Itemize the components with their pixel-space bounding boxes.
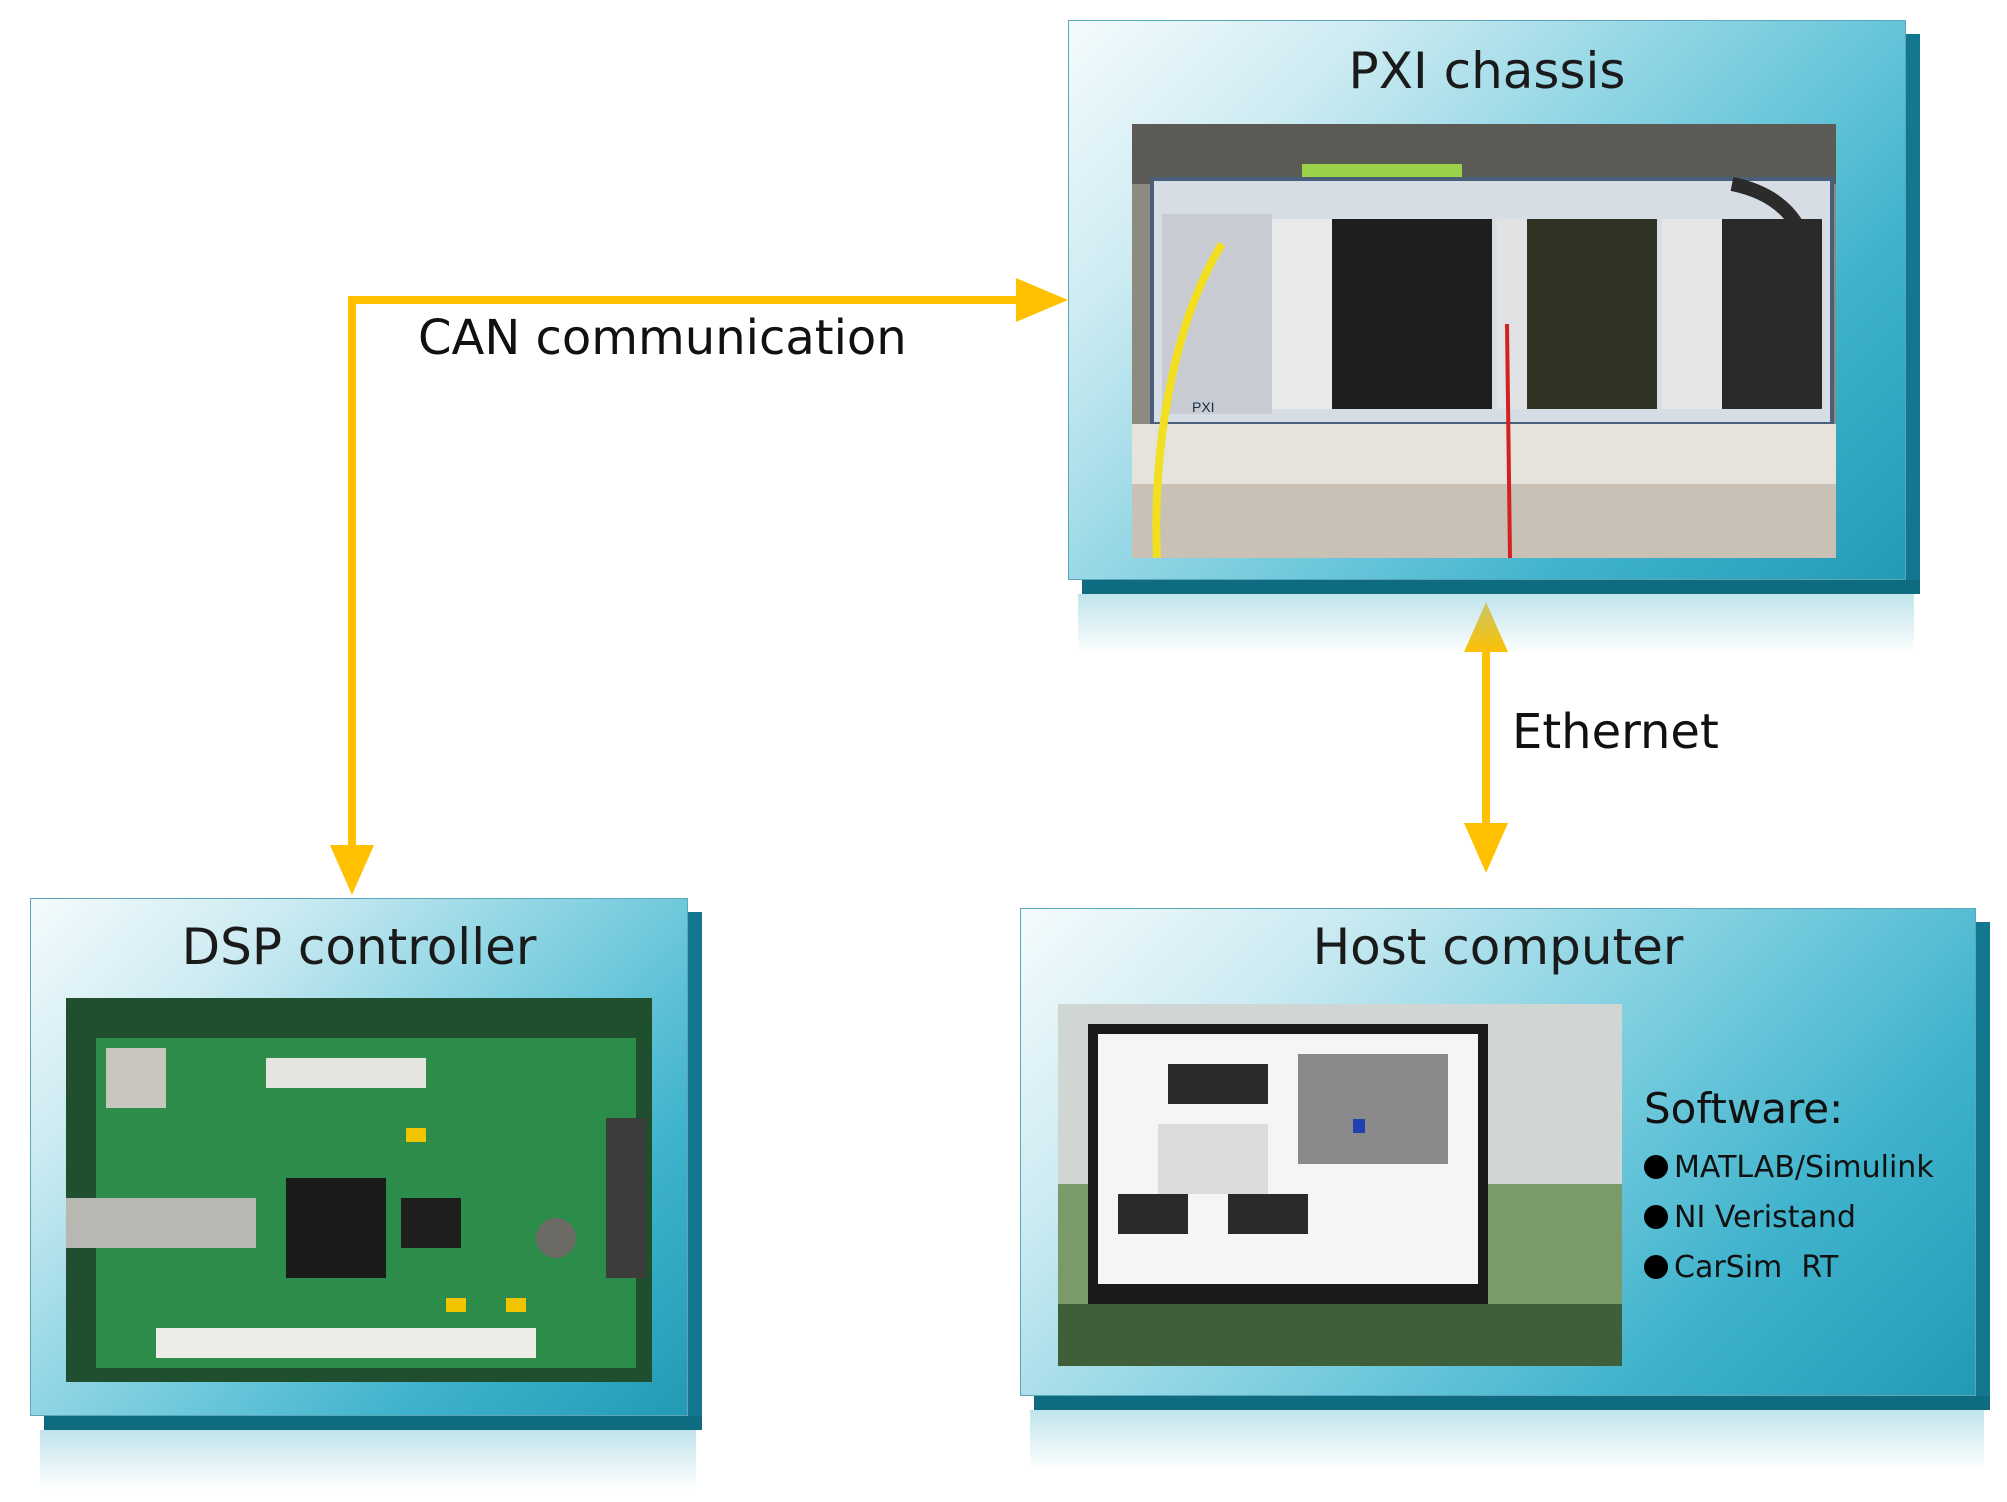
software-title: Software:: [1644, 1084, 1844, 1133]
bullet-icon: [1644, 1205, 1668, 1229]
can-arrow: [330, 278, 1068, 895]
software-item-carsim: CarSim RT: [1644, 1243, 1934, 1293]
software-list: Software: MATLAB/Simulink NI Veristand C…: [1644, 1084, 1934, 1293]
pxi-chassis-box: PXI chassis PXI: [1068, 20, 1920, 654]
pxi-chassis-photo: PXI: [1132, 124, 1836, 558]
can-arrowhead-right: [1016, 278, 1068, 322]
pxi-chassis-title: PXI chassis: [1348, 42, 1626, 100]
can-arrowhead-down: [330, 845, 374, 895]
software-item-matlab: MATLAB/Simulink: [1644, 1143, 1934, 1193]
bullet-icon: [1644, 1255, 1668, 1279]
ethernet-arrowhead-down: [1464, 823, 1508, 873]
dsp-controller-photo: [66, 998, 652, 1382]
host-computer-title: Host computer: [1312, 918, 1684, 976]
host-computer-photo: [1058, 1004, 1622, 1366]
ethernet-label: Ethernet: [1512, 704, 1719, 760]
software-item-veristand: NI Veristand: [1644, 1193, 1934, 1243]
dsp-controller-title: DSP controller: [181, 918, 537, 976]
host-computer-box: Host computer Software: MATLAB/Simulink …: [1020, 908, 1990, 1470]
dsp-controller-box: DSP controller: [30, 898, 702, 1490]
bullet-icon: [1644, 1155, 1668, 1179]
svg-text:PXI: PXI: [1192, 399, 1215, 415]
can-communication-label: CAN communication: [418, 310, 907, 366]
